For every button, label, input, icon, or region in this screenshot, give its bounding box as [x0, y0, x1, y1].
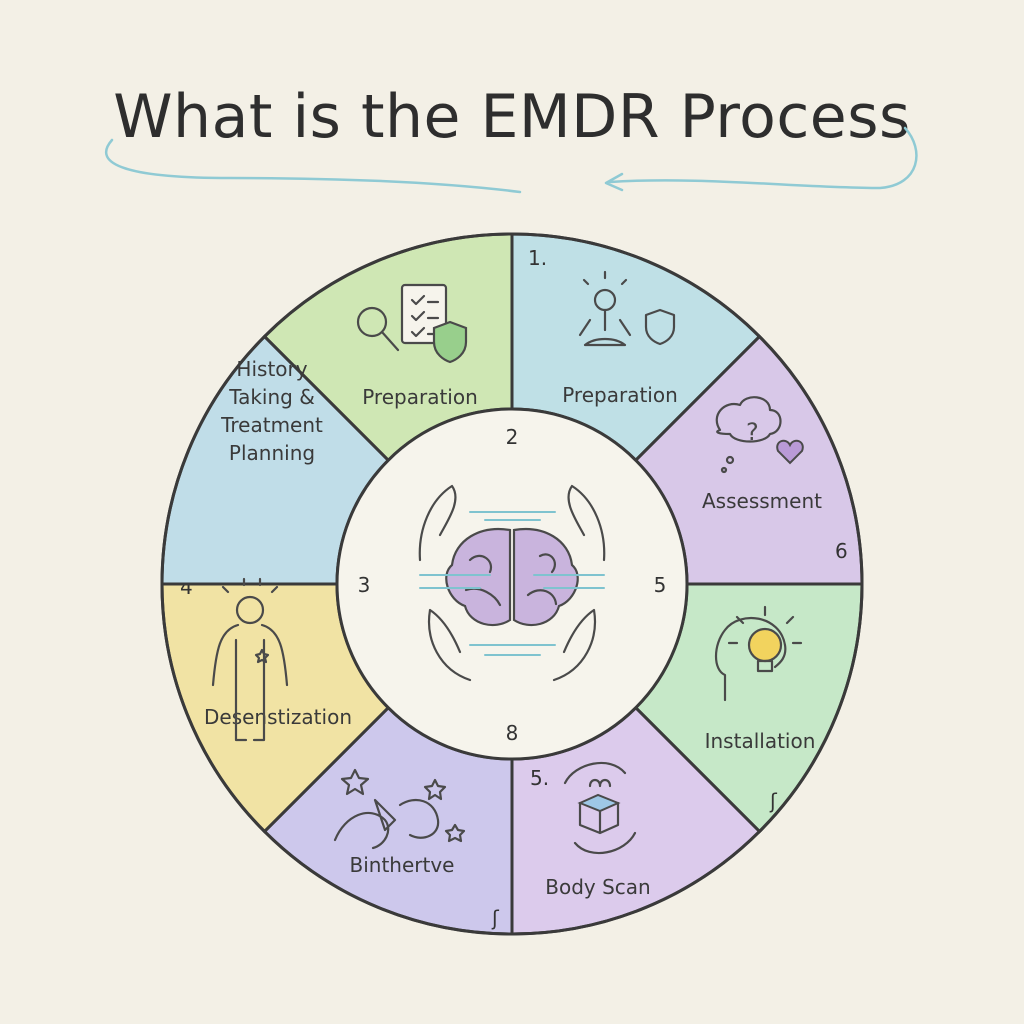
- brain-hands-icon: [418, 484, 606, 682]
- seg-body-scan-label-line: Body Scan: [545, 875, 650, 899]
- seg-preparation-right-label-line: Preparation: [562, 383, 678, 407]
- seg-installation-label: Installation: [705, 729, 816, 753]
- inner-number-right: 5: [654, 573, 667, 597]
- seg-history-label-line: Treatment: [220, 413, 323, 437]
- seg-history-label-line: Taking &: [228, 385, 315, 409]
- seg-desensitization-label: Desenstization: [204, 705, 352, 729]
- seg-history-label-line: History: [236, 357, 307, 381]
- seg-preparation-left-label: Preparation: [362, 385, 478, 409]
- outer-circle: [160, 232, 864, 936]
- svg-text:?: ?: [746, 418, 759, 446]
- title-left-swoosh: [105, 138, 522, 194]
- seg-assessment-label-line: Assessment: [702, 489, 822, 513]
- title-arrowhead: [604, 172, 624, 192]
- box-cycle-icon: [563, 761, 637, 855]
- seg-installation-number: ʃ: [769, 789, 778, 813]
- seg-history-label-line: Planning: [229, 441, 315, 465]
- body-outline-icon: [211, 577, 289, 742]
- thought-bubble-heart-icon: ?: [715, 396, 804, 474]
- seg-preparation-right-label: Preparation: [562, 383, 678, 407]
- seg-assessment-label: Assessment: [702, 489, 822, 513]
- seg-body-scan-label: Body Scan: [545, 875, 650, 899]
- seg-desensitization-label-line: Desenstization: [204, 705, 352, 729]
- seg-body-scan-number: 5.: [530, 766, 549, 790]
- seg-binthurtve-number: ʃ: [491, 906, 500, 930]
- seg-installation-label-line: Installation: [705, 729, 816, 753]
- inner-number-bottom: 8: [506, 721, 519, 745]
- head-lightbulb-icon: [714, 605, 803, 702]
- title-right-swoosh: [608, 126, 918, 190]
- stars-sparkle-icon: [333, 768, 466, 850]
- seg-assessment-number: 6: [835, 539, 848, 563]
- checklist-magnifier-shield-icon: [356, 283, 468, 364]
- seg-binthurtve-label: Binthertve: [350, 853, 455, 877]
- inner-number-left: 3: [358, 573, 371, 597]
- meditation-shield-icon: [578, 270, 676, 347]
- seg-preparation-right-number: 1.: [528, 246, 547, 270]
- seg-binthurtve-label-line: Binthertve: [350, 853, 455, 877]
- inner-circle: [335, 407, 689, 761]
- page-title: What is the EMDR Process: [113, 82, 911, 152]
- inner-number-top: 2: [506, 425, 519, 449]
- seg-preparation-left-label-line: Preparation: [362, 385, 478, 409]
